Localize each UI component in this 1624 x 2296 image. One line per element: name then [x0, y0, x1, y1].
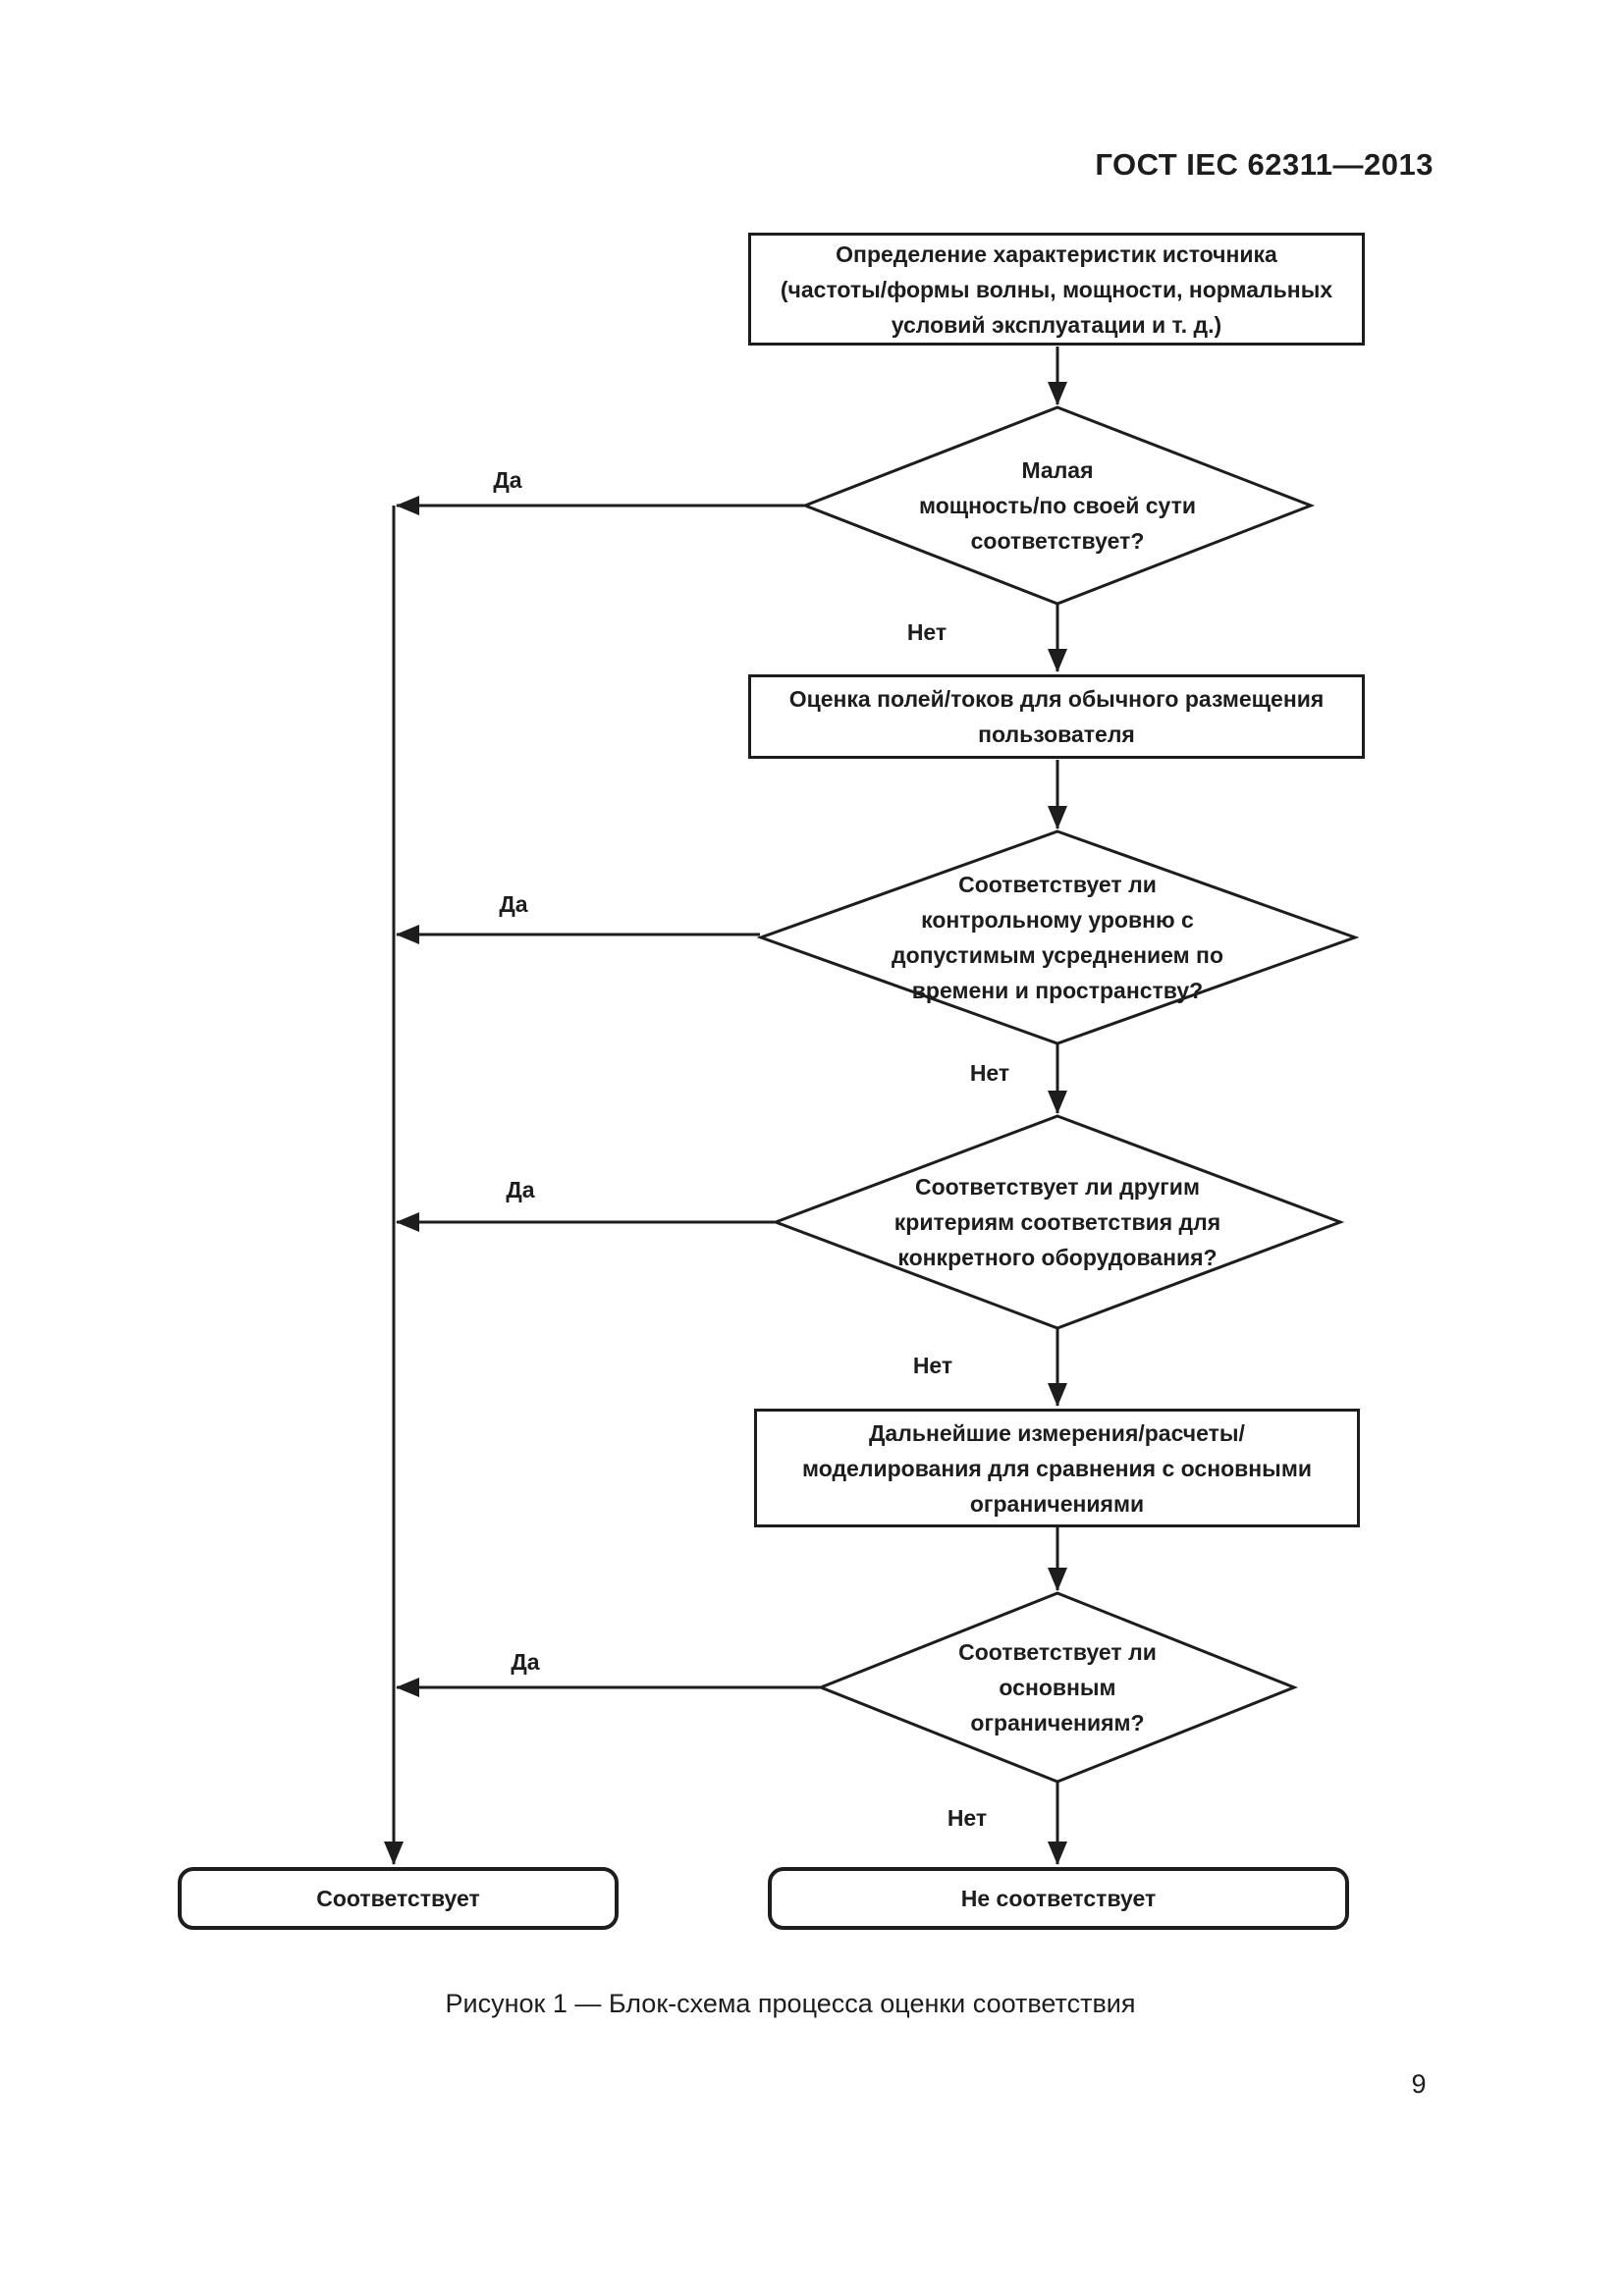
- figure-caption: Рисунок 1 — Блок-схема процесса оценки с…: [445, 1989, 1136, 2018]
- decision-diamond-other-criteria: [771, 1114, 1345, 1330]
- terminal-box-complies: Соответствует: [178, 1867, 619, 1930]
- decision-diamond-reference-level: [756, 829, 1360, 1045]
- decision-text-low-power: Малая мощность/по своей сути соответству…: [919, 457, 1196, 554]
- branch-label-no-low-power: Нет: [906, 619, 947, 645]
- branch-label-yes-basic-restrictions: Да: [511, 1649, 540, 1675]
- decision-text-basic-restrictions: Соответствует ли основным ограничениям?: [958, 1639, 1157, 1735]
- terminal-box-not-complies: Не соответствует: [768, 1867, 1349, 1930]
- branch-label-yes-other-criteria: Да: [506, 1177, 535, 1202]
- page-number: 9: [1411, 2069, 1427, 2099]
- decision-diamond-basic-restrictions: [816, 1591, 1299, 1784]
- branch-label-yes-reference-level: Да: [499, 891, 528, 917]
- decision-text-other-criteria: Соответствует ли другим критериям соотве…: [893, 1174, 1221, 1270]
- page-header: ГОСТ IEC 62311—2013: [1095, 147, 1434, 182]
- decision-diamond-low-power: [800, 405, 1316, 606]
- process-box-further-measurements: Дальнейшие измерения/расчеты/ моделирова…: [754, 1409, 1360, 1527]
- branch-label-yes-low-power: Да: [493, 467, 522, 493]
- branch-label-no-reference-level: Нет: [969, 1060, 1010, 1086]
- process-box-field-current-evaluation: Оценка полей/токов для обычного размещен…: [748, 674, 1365, 759]
- process-box-source-characteristics: Определение характеристик источника (час…: [748, 233, 1365, 346]
- decision-text-reference-level: Соответствует ли контрольному уровню с д…: [891, 872, 1223, 1003]
- branch-label-no-other-criteria: Нет: [912, 1353, 953, 1378]
- branch-label-no-basic-restrictions: Нет: [947, 1805, 988, 1831]
